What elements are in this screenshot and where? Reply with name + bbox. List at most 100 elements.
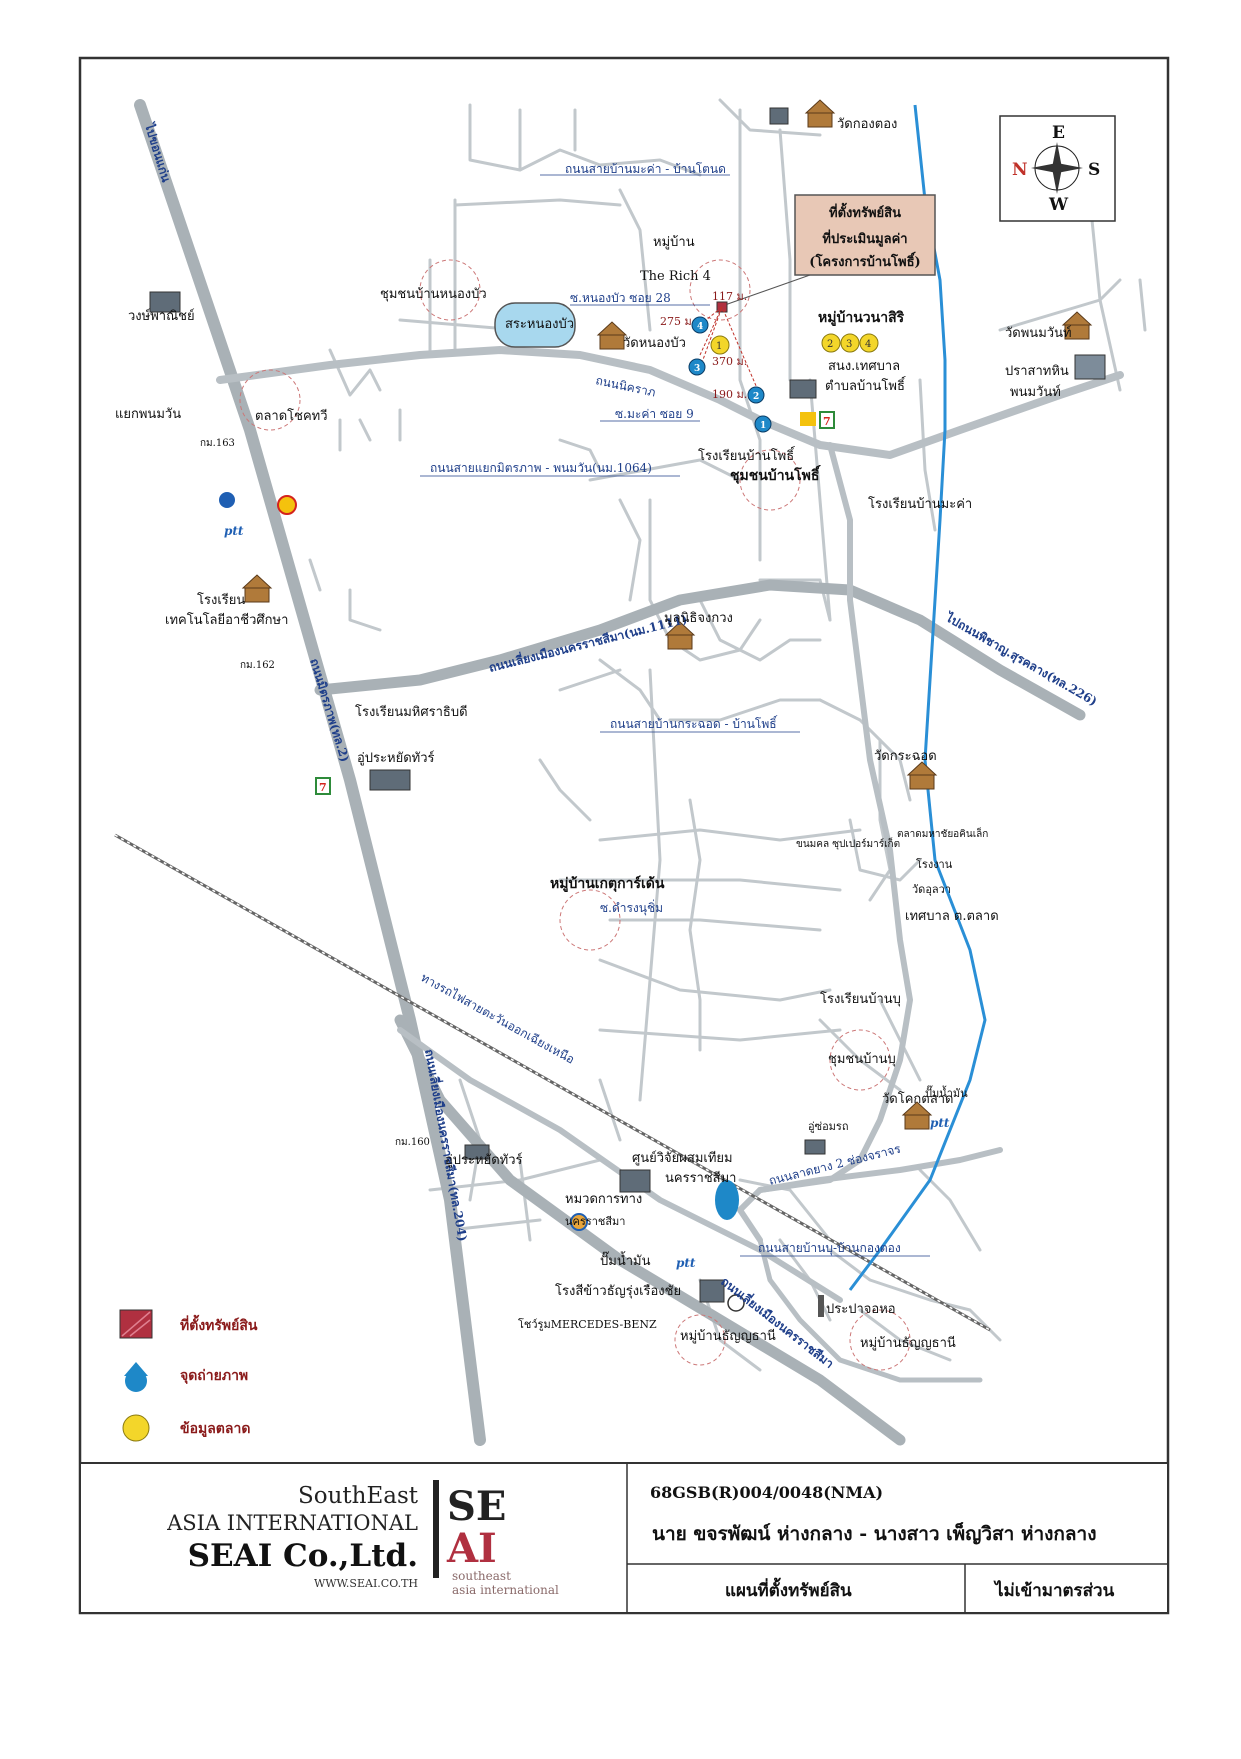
temple-icon bbox=[664, 621, 696, 650]
callout-line2: ที่ประเมินมูลค่า bbox=[822, 229, 907, 247]
seven-eleven-icon bbox=[819, 411, 835, 429]
place-p43: นครราชสีมา bbox=[565, 1215, 625, 1228]
bypass-1111 bbox=[314, 579, 1086, 721]
phanomwan-road bbox=[216, 346, 1124, 459]
svg-text:1: 1 bbox=[716, 341, 722, 352]
market-marker-1: 1 bbox=[710, 335, 730, 355]
distance-275: 275 ม. bbox=[660, 315, 695, 328]
svg-text:ptt: ptt bbox=[930, 1116, 950, 1130]
place-p37: กม.160 bbox=[395, 1137, 430, 1148]
temple-icon bbox=[241, 574, 273, 603]
title-block: SouthEast ASIA INTERNATIONAL SEAI Co.,Lt… bbox=[79, 1462, 1169, 1614]
place-p21: เทคโนโลยีอาชีวศึกษา bbox=[165, 612, 288, 628]
place-p9: ตำบลบ้านโพธิ์ bbox=[825, 376, 907, 394]
place-p42: หมวดการทาง bbox=[565, 1192, 642, 1207]
callout-line3: (โครงการบ้านโพธิ์) bbox=[809, 251, 920, 270]
photo-marker-1: 1 bbox=[754, 415, 772, 433]
place-p10: วัดพนมวันท์ bbox=[1005, 325, 1072, 341]
place-p49: หมู่บ้านธัญญธานี bbox=[860, 1335, 956, 1351]
scale-note: ไม่เข้ามาตรส่วน bbox=[993, 1580, 1115, 1601]
svg-text:ptt: ptt bbox=[224, 524, 244, 538]
place-p32: เทศบาล ต.ตลาด bbox=[905, 909, 999, 924]
company-url: WWW.SEAI.CO.TH bbox=[314, 1577, 418, 1590]
makro-icon bbox=[800, 412, 816, 426]
rice-mill-icon bbox=[699, 1279, 725, 1303]
place-p11: ปราสาทหิน bbox=[1005, 364, 1069, 379]
svg-text:ptt: ptt bbox=[676, 1256, 696, 1270]
railway bbox=[114, 833, 991, 1332]
compass-e: E bbox=[1052, 123, 1065, 143]
place-p33: โรงเรียนบ้านบุ bbox=[820, 991, 901, 1007]
major-roads bbox=[134, 99, 1124, 1446]
bypass-204-left bbox=[394, 1014, 906, 1446]
legend-property-label: ที่ตั้งทรัพย์สิน bbox=[180, 1314, 258, 1334]
bypass-204-right bbox=[397, 1027, 843, 1303]
office-icon bbox=[789, 379, 817, 399]
place-p36: ปั๊มน้ำมัน bbox=[925, 1085, 968, 1100]
road-r10: ซ.ดำรงนุชิ่ม bbox=[600, 899, 663, 916]
distance-190: 190 ม. bbox=[712, 388, 747, 401]
place-p27: ตลาดมหาชัยอคินเล็ก bbox=[897, 826, 988, 840]
logo-bar bbox=[433, 1480, 439, 1578]
market-marker-3: 3 bbox=[840, 333, 860, 353]
pond bbox=[715, 1180, 739, 1220]
place-p25: อู่ประหยัดทัวร์ bbox=[357, 750, 435, 766]
community-circles bbox=[239, 259, 911, 1371]
mercedes-icon bbox=[727, 1294, 745, 1312]
compass-n: N bbox=[1012, 160, 1028, 180]
road-r1: ถนนสายบ้านมะค่า - บ้านโตนด bbox=[565, 162, 726, 176]
research-center-icon bbox=[619, 1169, 651, 1193]
logo-ai: AI bbox=[446, 1525, 497, 1572]
svg-text:3: 3 bbox=[694, 364, 700, 374]
place-p24: โรงเรียนมหิศราธิบดี bbox=[355, 704, 468, 720]
road-r14: ถนนสายบ้านบุ-บ้านกองตอง bbox=[758, 1241, 901, 1256]
svg-text:2: 2 bbox=[827, 339, 833, 350]
svg-text:2: 2 bbox=[753, 392, 759, 402]
ref-number: 68GSB(R)004/0048(NMA) bbox=[650, 1483, 883, 1502]
place-p35: วัดโคกตลาด bbox=[882, 1091, 953, 1107]
highway-department-icon bbox=[570, 1213, 588, 1231]
compass-s: S bbox=[1088, 160, 1100, 180]
place-p14: แยกพนมวัน bbox=[115, 407, 181, 422]
compass: E N S W bbox=[999, 115, 1116, 222]
legend-market-label: ข้อมูลตลาด bbox=[180, 1421, 250, 1437]
bottom-road bbox=[757, 1237, 983, 1383]
place-p3: The Rich 4 bbox=[640, 269, 711, 284]
road-r9: ถนนสายบ้านกระฉอด - บ้านโพธิ์ bbox=[610, 715, 778, 731]
place-p2: หมู่บ้าน bbox=[653, 235, 695, 250]
place-p18: ชุมชนบ้านโพธิ์ bbox=[730, 464, 821, 484]
ptt-icon: ptt bbox=[224, 524, 244, 538]
svg-text:3: 3 bbox=[846, 339, 852, 350]
garage-icon bbox=[464, 1144, 490, 1160]
castle-icon bbox=[1074, 354, 1106, 380]
place-p13: วงษ์พาณิชย์ bbox=[128, 308, 195, 324]
school-icon bbox=[769, 107, 789, 125]
legend-photo-label: จุดถ่ายภาพ bbox=[180, 1368, 248, 1384]
place-p39: อู่ซ่อมรถ bbox=[808, 1120, 849, 1133]
legend-market-icon bbox=[122, 1414, 150, 1442]
svg-text:1: 1 bbox=[760, 421, 766, 431]
seven-eleven-icon bbox=[315, 777, 331, 795]
svg-text:4: 4 bbox=[697, 322, 703, 332]
photo-marker-4: 4 bbox=[691, 316, 709, 334]
place-p4: ชุมชนบ้านหนองบัว bbox=[380, 287, 487, 302]
logo-sub2: asia international bbox=[452, 1583, 559, 1597]
company-line3: SEAI Co.,Ltd. bbox=[188, 1538, 418, 1574]
place-p38: อู่ประหยัดทัวร์ bbox=[445, 1152, 523, 1168]
ptt-icon: ptt bbox=[676, 1256, 696, 1270]
place-p44: ปั๊มน้ำมัน bbox=[600, 1251, 651, 1269]
market-markers: 1 2 3 4 bbox=[710, 333, 879, 355]
road-r2: ซ.หนองบัว ซอย 28 bbox=[570, 291, 671, 305]
place-p46: โชว์รูมMERCEDES-BENZ bbox=[518, 1317, 657, 1331]
owner-names: นาย ขจรพัฒน์ ห่างกลาง - นางสาว เพ็ญวิสา … bbox=[652, 1521, 1097, 1545]
water-tower-icon bbox=[818, 1295, 824, 1317]
minor-roads bbox=[308, 98, 1147, 1372]
temple-icon bbox=[1061, 311, 1093, 340]
place-p7: หมู่บ้านวนาสิริ bbox=[818, 310, 905, 326]
seven-eleven-label: 7 bbox=[823, 415, 831, 428]
company-line2: ASIA INTERNATIONAL bbox=[166, 1511, 418, 1535]
place-p8: สนง.เทศบาล bbox=[828, 359, 900, 374]
place-p16: กม.163 bbox=[200, 438, 235, 449]
company-line1: SouthEast bbox=[298, 1483, 419, 1509]
lake-nong-bua bbox=[494, 302, 576, 348]
